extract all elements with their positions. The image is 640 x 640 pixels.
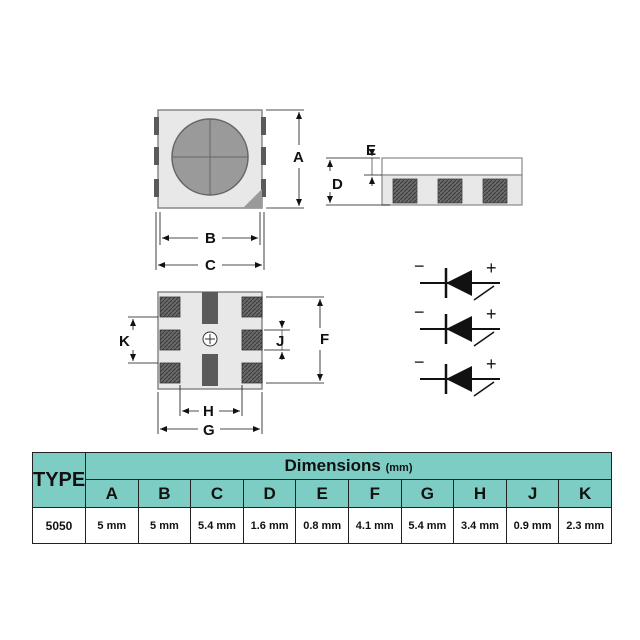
plus-sign: + — [486, 258, 497, 278]
type-header: TYPE — [32, 452, 86, 508]
bottom-pad — [159, 296, 181, 318]
dim-b: B — [159, 212, 261, 247]
dim-g: G — [157, 392, 263, 439]
diode-1: − + — [414, 256, 500, 301]
side-pad — [482, 178, 508, 204]
side-pad — [437, 178, 463, 204]
value-k: 2.3 mm — [558, 507, 612, 544]
diode-2: − + — [414, 302, 500, 347]
value-c: 5.4 mm — [190, 507, 244, 544]
column-header-c: C — [190, 479, 244, 508]
type-value: 5050 — [32, 507, 86, 544]
column-header-e: E — [295, 479, 349, 508]
bottom-view — [157, 291, 263, 390]
bottom-pad — [241, 329, 263, 351]
bottom-pad — [159, 362, 181, 384]
plus-sign: + — [486, 304, 497, 324]
dim-e: E — [364, 142, 382, 186]
column-header-h: H — [453, 479, 507, 508]
value-d: 1.6 mm — [242, 507, 297, 544]
dim-k: K — [119, 316, 158, 364]
dim-j: J — [264, 320, 290, 360]
minus-sign: − — [414, 256, 425, 276]
label-h: H — [203, 403, 214, 420]
top-pin — [261, 117, 266, 135]
center-pad-top — [202, 292, 218, 324]
dim-c: C — [155, 212, 265, 274]
top-pin — [154, 179, 159, 197]
polarity-corner — [243, 189, 262, 208]
dimensions-unit: (mm) — [385, 462, 413, 474]
top-view — [154, 109, 266, 209]
dimensions-title-text: Dimensions — [284, 456, 381, 475]
label-a: A — [293, 149, 304, 166]
column-header-f: F — [347, 479, 402, 508]
column-header-k: K — [558, 479, 612, 508]
label-j: J — [276, 333, 284, 350]
side-view — [381, 157, 523, 206]
dim-d: D — [326, 157, 390, 206]
column-header-d: D — [242, 479, 297, 508]
label-c: C — [205, 257, 216, 274]
column-header-j: J — [505, 479, 560, 508]
label-e: E — [366, 142, 376, 159]
value-a: 5 mm — [85, 507, 139, 544]
label-d: D — [332, 176, 343, 193]
value-f: 4.1 mm — [347, 507, 402, 544]
minus-sign: − — [414, 352, 425, 372]
dim-a: A — [266, 109, 304, 209]
side-lens — [381, 157, 523, 176]
label-k: K — [119, 333, 130, 350]
minus-sign: − — [414, 302, 425, 322]
bottom-pad — [159, 329, 181, 351]
value-b: 5 mm — [137, 507, 192, 544]
bottom-pad — [241, 362, 263, 384]
column-header-g: G — [400, 479, 455, 508]
column-header-b: B — [137, 479, 192, 508]
value-h: 3.4 mm — [453, 507, 507, 544]
column-header-a: A — [85, 479, 139, 508]
label-b: B — [205, 230, 216, 247]
value-j: 0.9 mm — [505, 507, 560, 544]
label-g: G — [203, 422, 215, 439]
center-pad-bottom — [202, 354, 218, 386]
plus-sign: + — [486, 354, 497, 374]
label-f: F — [320, 331, 329, 348]
dim-f: F — [266, 296, 329, 384]
top-pin — [261, 147, 266, 165]
side-pad — [392, 178, 418, 204]
bottom-pad — [241, 296, 263, 318]
top-pin — [261, 179, 266, 197]
dim-h: H — [179, 385, 243, 420]
top-pin — [154, 147, 159, 165]
dimensions-title: Dimensions (mm) — [85, 452, 612, 480]
top-pin — [154, 117, 159, 135]
diode-3: − + — [414, 352, 500, 397]
value-g: 5.4 mm — [400, 507, 455, 544]
value-e: 0.8 mm — [295, 507, 349, 544]
